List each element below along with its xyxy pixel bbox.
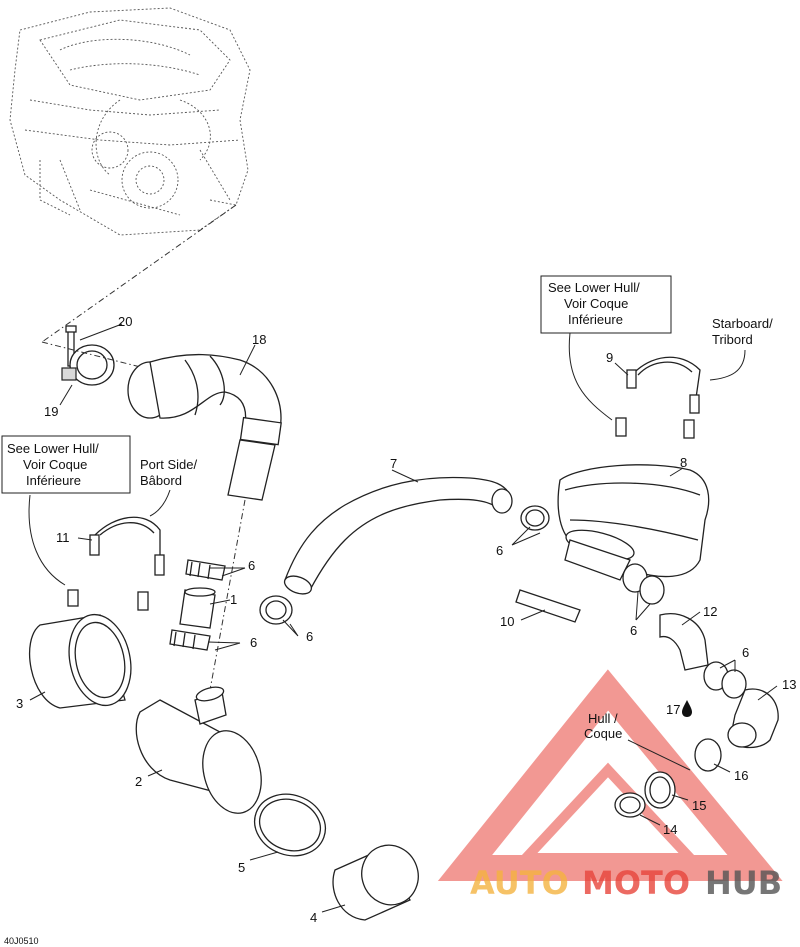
ring-16	[694, 738, 722, 772]
water-box-8	[557, 464, 710, 581]
seal-15	[644, 771, 676, 809]
callout-2: 2	[135, 774, 142, 789]
callout-20: 20	[118, 314, 132, 329]
callout-7: 7	[390, 456, 397, 471]
svg-text:Tribord: Tribord	[712, 332, 753, 347]
engine-outline	[9, 7, 251, 236]
svg-text:Hull /: Hull /	[588, 711, 618, 726]
clamp-6-hose7-bottom	[259, 595, 293, 625]
svg-text:Port Side/: Port Side/	[140, 457, 197, 472]
svg-text:Starboard/: Starboard/	[712, 316, 773, 331]
hose-7	[283, 476, 513, 595]
callout-3: 3	[16, 696, 23, 711]
callout-14: 14	[663, 822, 677, 837]
svg-text:Inférieure: Inférieure	[26, 473, 81, 488]
svg-text:HUB: HUB	[705, 864, 782, 902]
nut-14	[614, 792, 646, 818]
leader-lines	[28, 323, 778, 913]
callout-11: 11	[56, 530, 70, 545]
end-cap-4	[332, 844, 419, 921]
watermark-logo	[437, 669, 783, 881]
callout-6d: 6	[496, 543, 503, 558]
svg-text:See Lower Hull/: See Lower Hull/	[548, 280, 640, 295]
muffler-2	[135, 686, 262, 814]
clamp-6-hose7-top	[520, 505, 550, 531]
callout-9: 9	[606, 350, 613, 365]
callout-6c: 6	[306, 629, 313, 644]
callout-8: 8	[680, 455, 687, 470]
callout-6a: 6	[248, 558, 255, 573]
callout-5: 5	[238, 860, 245, 875]
clamp-6-elbow	[703, 661, 747, 699]
callout-18: 18	[252, 332, 266, 347]
svg-text:Coque: Coque	[584, 726, 622, 741]
diagram-id: 40J0510	[4, 936, 39, 946]
callout-19: 19	[44, 404, 58, 419]
callout-6e: 6	[630, 623, 637, 638]
band-5	[253, 793, 327, 857]
clamp-6-box-bottom	[622, 563, 665, 605]
cover-3	[28, 613, 132, 709]
outlet-13	[727, 688, 779, 749]
elbow-12	[659, 613, 709, 671]
svg-text:Inférieure: Inférieure	[568, 312, 623, 327]
svg-text:Voir Coque: Voir Coque	[564, 296, 628, 311]
callout-labels: 20 18 19 7 8 9 11 1 6 6 6 6 6 6 10 12 13…	[16, 314, 796, 925]
hose-1	[179, 587, 216, 629]
rod-10	[515, 589, 581, 623]
callout-1: 1	[230, 592, 237, 607]
strap-9	[615, 356, 701, 439]
callout-16: 16	[734, 768, 748, 783]
clamp-19	[61, 344, 115, 386]
clamp-6-upper	[185, 559, 226, 581]
callout-4: 4	[310, 910, 317, 925]
svg-text:Bâbord: Bâbord	[140, 473, 182, 488]
callout-6f: 6	[742, 645, 749, 660]
label-hull: Hull / Coque	[584, 711, 622, 741]
watermark-text: AUTO MOTO HUB	[470, 864, 782, 902]
label-port: Port Side/ Bâbord	[140, 457, 197, 488]
callout-13: 13	[782, 677, 796, 692]
strap-11	[67, 516, 165, 611]
reference-box-right: See Lower Hull/ Voir Coque Inférieure	[540, 275, 672, 334]
callout-6b: 6	[250, 635, 257, 650]
svg-text:AUTO: AUTO	[470, 864, 569, 902]
exhaust-pipe-18	[127, 353, 282, 501]
svg-text:Voir Coque: Voir Coque	[23, 457, 87, 472]
svg-text:See Lower Hull/: See Lower Hull/	[7, 441, 99, 456]
lubricant-drop-icon	[682, 700, 692, 717]
reference-box-left: See Lower Hull/ Voir Coque Inférieure	[1, 435, 131, 494]
clamp-6-lower	[169, 629, 211, 651]
engine-link-line	[41, 204, 237, 343]
label-starboard: Starboard/ Tribord	[712, 316, 773, 347]
callout-12: 12	[703, 604, 717, 619]
svg-text:MOTO: MOTO	[582, 864, 690, 902]
callout-10: 10	[500, 614, 514, 629]
callout-15: 15	[692, 798, 706, 813]
callout-17: 17	[666, 702, 680, 717]
